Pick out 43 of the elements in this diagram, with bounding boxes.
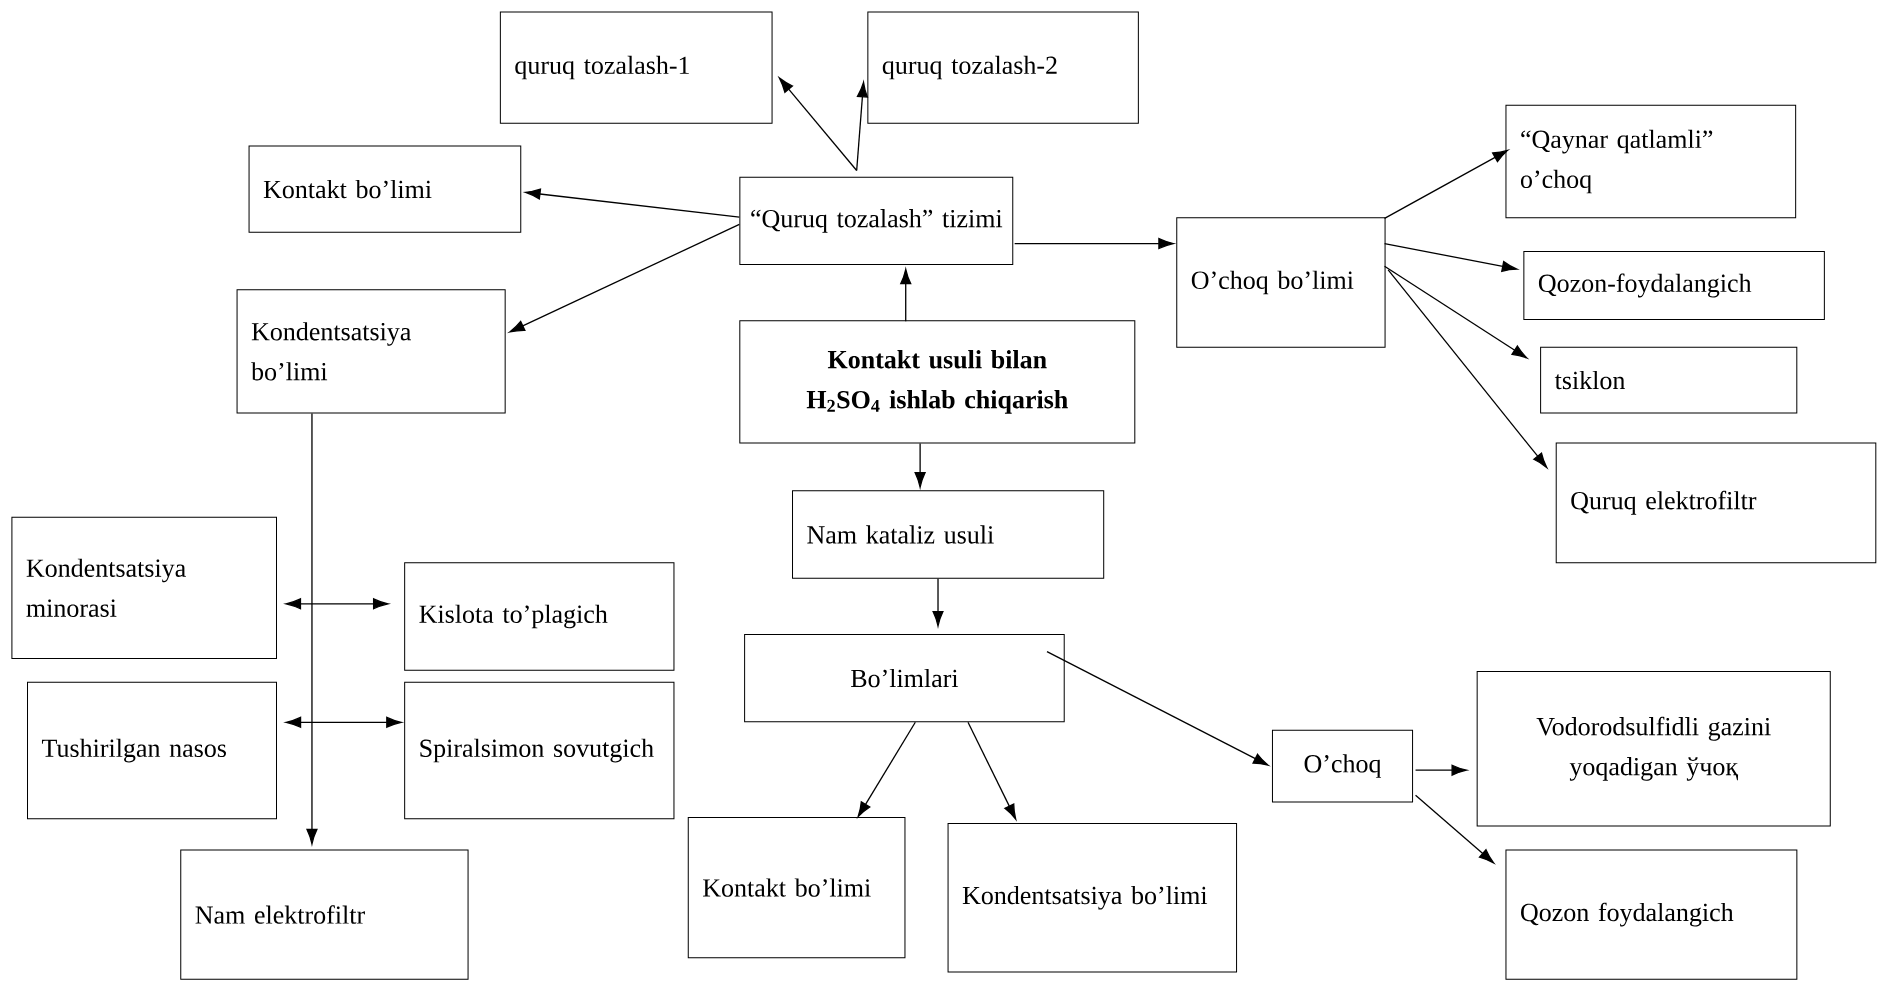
arrow (914, 442, 926, 488)
process-box: Vodorodsulfidli gazini yoqadigan ўчоқ (1476, 671, 1831, 827)
arrow (285, 598, 389, 610)
arrow (285, 716, 402, 728)
arrow (856, 81, 868, 172)
process-box: Tushirilgan nasos (27, 681, 277, 820)
arrow (1387, 269, 1548, 469)
arrow (857, 721, 916, 818)
process-box: Kontakt usuli bilan H$_{2}$SO$_{4}$ ishlab chiqarish (739, 320, 1136, 444)
process-box: Kontakt bo’limi (248, 145, 522, 233)
process-box: Quruq elektrofiltr (1555, 442, 1877, 564)
arrow (1383, 265, 1528, 359)
process-box: Kontakt bo’limi (687, 817, 906, 959)
arrow (1046, 651, 1269, 766)
process-box: Spiralsimon sovutgich (404, 681, 675, 820)
arrow (1414, 794, 1495, 864)
process-box: Kondentsatsiya minorasi (11, 516, 277, 659)
process-box: O’choq (1271, 729, 1414, 803)
arrow (1383, 242, 1518, 272)
process-box: Qozon foydalangich (1505, 849, 1798, 980)
process-box: “Quruq tozalash” tizimi (739, 176, 1014, 266)
process-box: Kislota to’plagich (404, 562, 675, 671)
arrow (525, 188, 740, 218)
process-box: “Qaynar qatlamli” o’choq (1505, 104, 1797, 219)
process-box: Nam kataliz usuli (792, 490, 1105, 579)
arrow (900, 268, 912, 322)
arrow (967, 721, 1017, 820)
process-box: O’choq bo’limi (1176, 217, 1386, 348)
arrow (509, 223, 740, 333)
process-box: quruq tozalash-2 (867, 11, 1139, 124)
process-box: tsiklon (1540, 346, 1798, 414)
arrow (306, 412, 318, 845)
arrow (778, 77, 858, 172)
process-box: Qozon-foydalangich (1523, 250, 1825, 321)
process-box: Nam elektrofiltr (180, 849, 469, 980)
arrow (1383, 149, 1509, 219)
arrow (1414, 764, 1468, 776)
process-box: Bo’limlari (744, 633, 1065, 723)
process-box: Kondentsatsiya bo’limi (947, 823, 1238, 973)
process-box: quruq tozalash-1 (499, 11, 773, 124)
arrow (1014, 237, 1174, 250)
arrow (932, 578, 944, 627)
process-box: Kondentsatsiya bo’limi (236, 289, 506, 414)
